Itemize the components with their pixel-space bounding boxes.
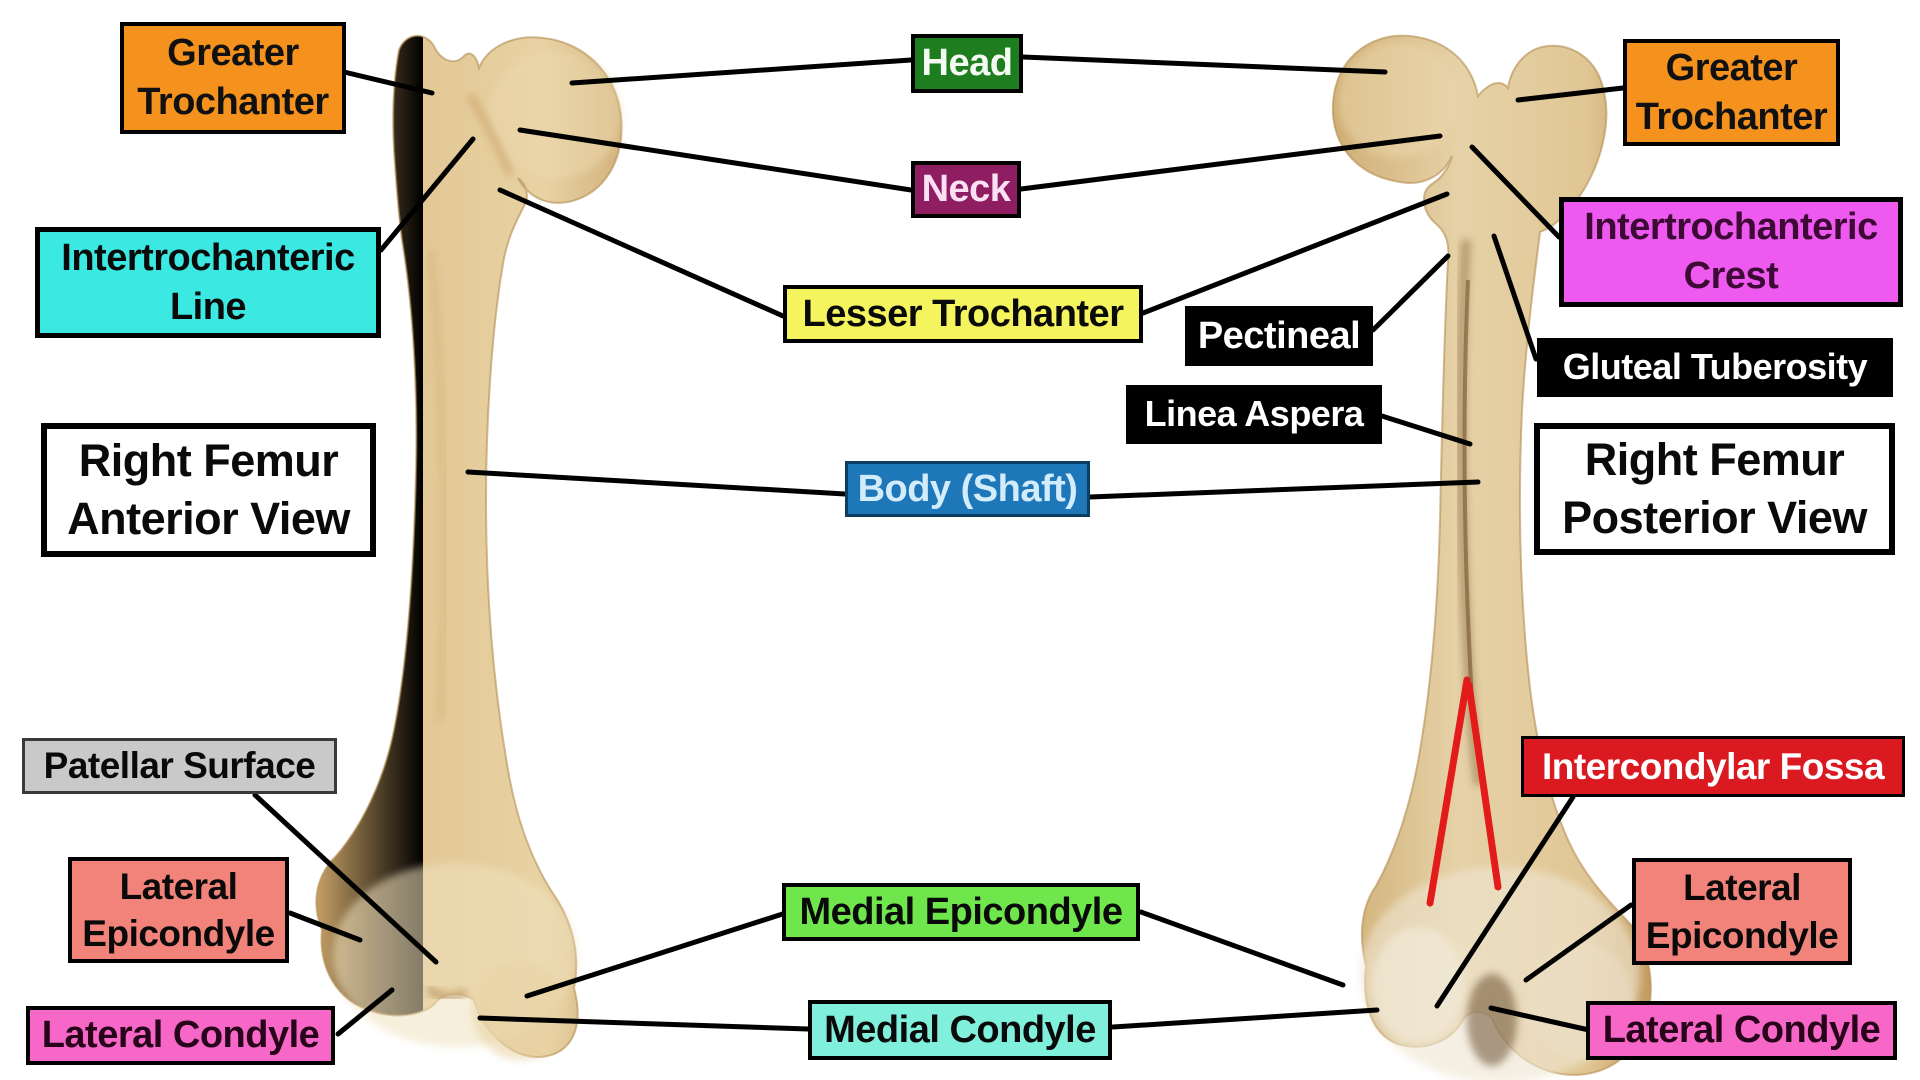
label-text: Intertrochanteric — [61, 236, 355, 279]
femur-anterior-bone — [315, 35, 623, 1060]
patellar-groove-shading — [425, 984, 469, 1002]
femoral-head-highlight — [489, 51, 621, 179]
leader-line-neck — [1018, 133, 1443, 192]
label-text: Trochanter — [137, 81, 329, 123]
leader-line-greater-trochanter-left — [341, 69, 435, 96]
label-text: Greater — [167, 32, 299, 75]
leader-line-gluteal-tuberosity — [1491, 233, 1539, 362]
label-pectineal: Pectineal — [1185, 306, 1373, 366]
leader-line-lesser-trochanter — [497, 187, 786, 319]
label-medial-epicondyle: Medial Epicondyle — [782, 883, 1140, 941]
label-text: Medial Condyle — [824, 1008, 1096, 1051]
label-lateral-condyle-left: Lateral Condyle — [26, 1006, 335, 1065]
leader-line-pectineal — [1370, 253, 1451, 333]
leader-line-greater-trochanter-right — [1515, 85, 1626, 103]
label-text: Epicondyle — [82, 913, 275, 954]
label-text: Gluteal Tuberosity — [1562, 346, 1868, 388]
leader-lines — [252, 54, 1634, 1037]
label-medial-condyle: Medial Condyle — [808, 1000, 1112, 1060]
leader-line-lateral-condyle-right — [1488, 1005, 1592, 1033]
label-text: Lateral Condyle — [1602, 1009, 1881, 1052]
label-text: Right Femur — [1584, 434, 1845, 486]
leader-line-medial-condyle — [477, 1015, 811, 1032]
leader-line-intertrochanteric-line — [378, 136, 476, 253]
label-linea-aspera: Linea Aspera — [1126, 385, 1382, 444]
label-text: Crest — [1683, 255, 1779, 297]
label-text: Epicondyle — [1645, 914, 1839, 956]
label-text: Lateral — [1683, 867, 1801, 909]
leader-line-medial-epicondyle — [1138, 909, 1346, 988]
label-text: Body (Shaft) — [857, 467, 1078, 510]
leader-line-body-shaft — [1087, 479, 1481, 500]
label-text: Intertrochanteric — [1584, 206, 1878, 249]
label-intercondylar-fossa: Intercondylar Fossa — [1521, 736, 1905, 797]
supracondylar-line-lateral — [1465, 681, 1502, 891]
leader-line-medial-condyle — [1110, 1007, 1380, 1030]
leader-line-neck — [517, 127, 914, 193]
label-head: Head — [911, 34, 1023, 93]
intercondylar-highlight-lines — [1426, 676, 1502, 907]
leader-line-medial-epicondyle — [524, 907, 798, 999]
label-text: Lesser Trochanter — [802, 292, 1124, 335]
label-text: Greater — [1665, 46, 1798, 89]
leader-line-lesser-trochanter — [1140, 191, 1450, 316]
linea-aspera-ridge-dark — [1462, 279, 1474, 701]
label-text: Posterior View — [1562, 492, 1867, 543]
leader-line-intertrochanteric-crest — [1469, 144, 1562, 240]
label-gluteal-tuberosity: Gluteal Tuberosity — [1537, 338, 1893, 397]
supracondylar-line-medial — [1426, 676, 1471, 907]
leader-line-intercondylar-fossa — [1434, 794, 1576, 1009]
leader-line-head — [1020, 54, 1388, 75]
leader-line-lateral-epicondyle-left — [287, 910, 363, 943]
leader-line-linea-aspera — [1379, 413, 1473, 447]
label-text: Head — [921, 42, 1013, 85]
label-neck: Neck — [911, 161, 1021, 218]
label-text: Intercondylar Fossa — [1541, 745, 1885, 787]
label-body-shaft: Body (Shaft) — [845, 461, 1090, 517]
label-patellar-surface: Patellar Surface — [22, 738, 337, 794]
label-text: Medial Epicondyle — [799, 890, 1123, 933]
leader-line-lateral-epicondyle-right — [1523, 902, 1634, 983]
leader-line-body-shaft — [465, 469, 848, 497]
leader-line-lateral-condyle-left — [335, 987, 395, 1037]
intercondylar-fossa-shadow — [1467, 974, 1517, 1066]
label-text: Line — [169, 285, 247, 328]
neck-shading — [466, 93, 514, 177]
leader-line-head — [569, 57, 914, 86]
label-text: Trochanter — [1635, 95, 1828, 138]
label-text: Patellar Surface — [43, 745, 316, 787]
medial-condyle-highlight — [472, 960, 568, 1060]
medial-condyle-highlight — [1372, 927, 1464, 1043]
label-text: Linea Aspera — [1144, 393, 1364, 435]
label-lesser-trochanter: Lesser Trochanter — [783, 285, 1143, 343]
label-text: Lateral — [119, 865, 238, 907]
label-text: Anterior View — [67, 493, 350, 544]
label-text: Right Femur — [78, 435, 339, 487]
leader-line-patellar-surface — [252, 792, 439, 965]
label-lateral-condyle-right: Lateral Condyle — [1586, 1001, 1897, 1060]
shaft-texture — [427, 249, 448, 721]
label-text: Lateral Condyle — [41, 1014, 320, 1057]
label-text: Pectineal — [1197, 314, 1361, 357]
label-text: Neck — [921, 168, 1011, 211]
